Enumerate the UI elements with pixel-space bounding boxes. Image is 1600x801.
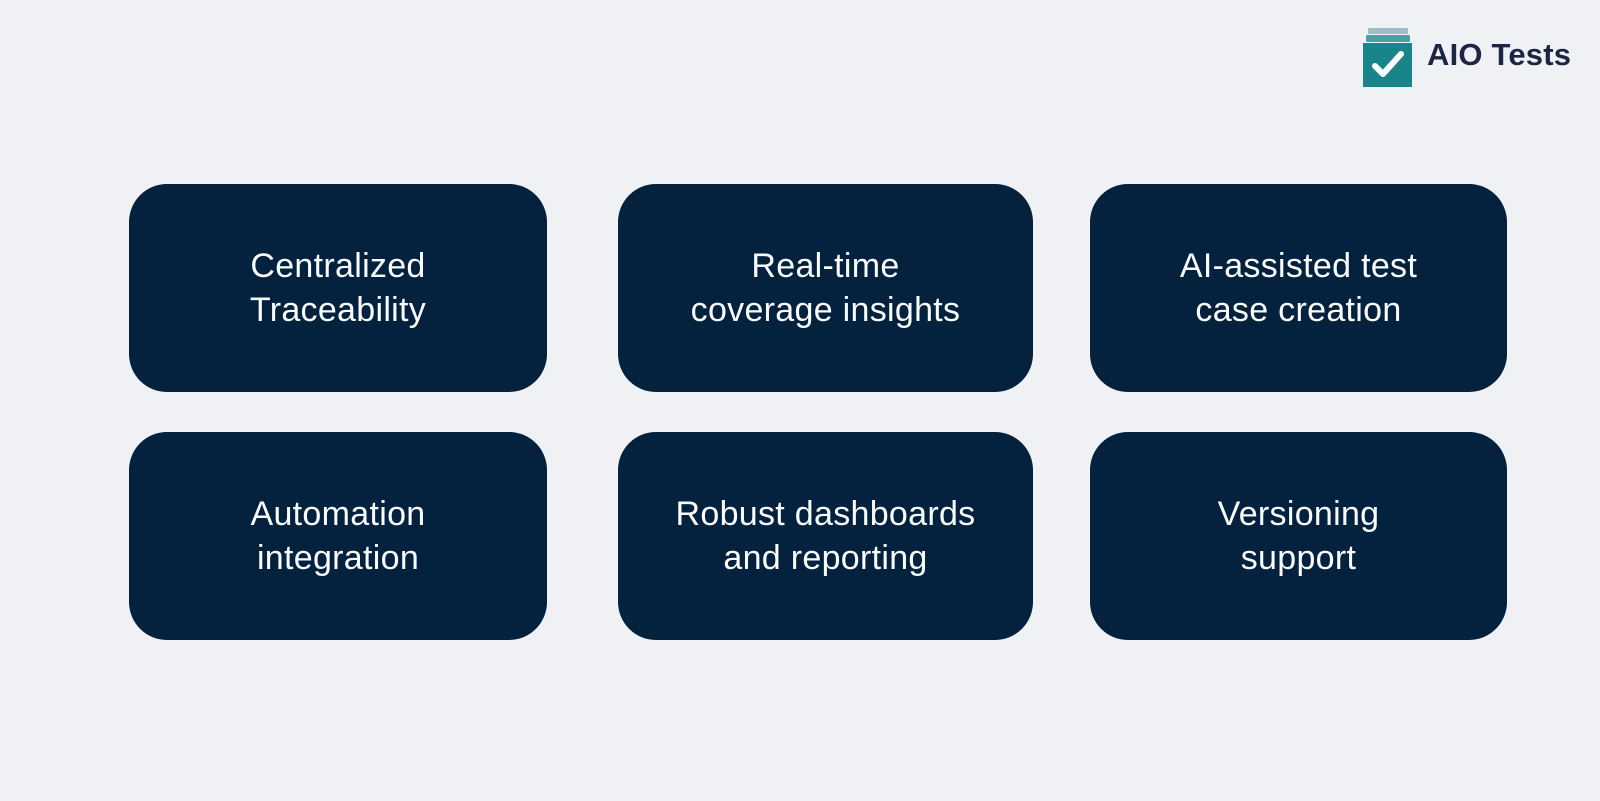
feature-card-versioning-support: Versioning support <box>1090 432 1507 640</box>
feature-card-label: AI-assisted test case creation <box>1180 244 1417 332</box>
brand-name: AIO Tests <box>1427 36 1572 72</box>
feature-card-automation-integration: Automation integration <box>129 432 547 640</box>
feature-card-line1: Real-time <box>751 247 900 285</box>
feature-card-line1: AI-assisted test <box>1179 247 1418 285</box>
feature-card-line1: Centralized <box>250 247 426 285</box>
feature-card-line1: Automation <box>250 495 426 533</box>
checkmark-icon <box>1363 43 1412 87</box>
logo-stack-bar-top <box>1367 28 1408 34</box>
feature-card-ai-assisted-test-case-creation: AI-assisted test case creation <box>1090 184 1507 392</box>
feature-card-realtime-coverage-insights: Real-time coverage insights <box>618 184 1033 392</box>
feature-card-label: Robust dashboards and reporting <box>676 492 976 580</box>
feature-card-centralized-traceability: Centralized Traceability <box>129 184 547 392</box>
aio-tests-logo-icon <box>1363 28 1412 87</box>
brand-logo: AIO Tests <box>1363 28 1571 87</box>
feature-card-label: Automation integration <box>251 492 426 580</box>
feature-card-line2: integration <box>256 539 420 577</box>
feature-card-line2: and reporting <box>723 539 928 577</box>
feature-card-line1: Robust dashboards <box>675 495 976 533</box>
logo-stack-bar-mid <box>1365 35 1410 42</box>
feature-card-line1: Versioning <box>1217 495 1380 533</box>
feature-card-robust-dashboards-reporting: Robust dashboards and reporting <box>618 432 1033 640</box>
feature-card-label: Real-time coverage insights <box>691 244 961 332</box>
feature-card-line2: support <box>1240 539 1357 577</box>
feature-card-label: Centralized Traceability <box>250 244 426 332</box>
feature-card-line2: case creation <box>1195 291 1402 329</box>
feature-card-line2: coverage insights <box>690 291 961 329</box>
feature-card-line2: Traceability <box>249 291 427 329</box>
feature-card-label: Versioning support <box>1218 492 1380 580</box>
